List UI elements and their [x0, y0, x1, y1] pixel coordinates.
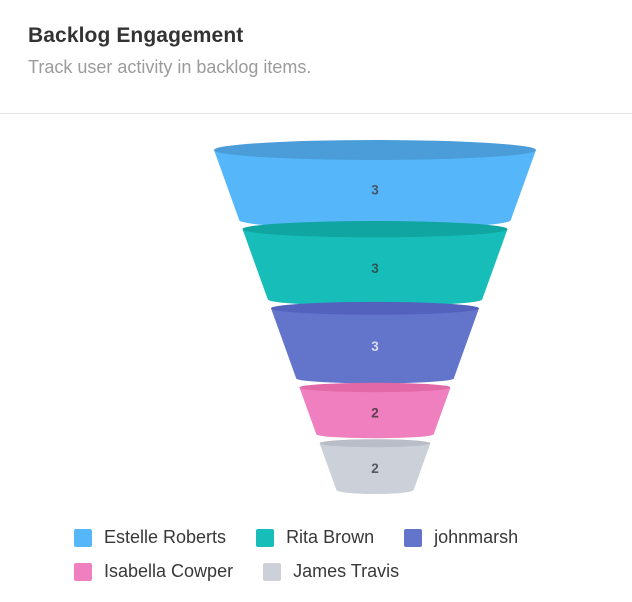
funnel-segment-james-travis[interactable]	[319, 443, 431, 494]
page-subtitle: Track user activity in backlog items.	[28, 57, 312, 77]
legend-item-estelle-roberts[interactable]: Estelle Roberts	[74, 527, 226, 548]
legend-item-james-travis[interactable]: James Travis	[263, 561, 399, 582]
funnel-chart-canvas: 3 3 3 2 2	[214, 140, 536, 494]
legend-item-rita-brown[interactable]: Rita Brown	[256, 527, 374, 548]
funnel-segment-value-rita-brown: 3	[371, 261, 379, 276]
funnel-segment-rim-isabella-cowper	[299, 382, 451, 393]
legend-label: Isabella Cowper	[104, 561, 234, 581]
legend-swatch-rita-brown	[256, 528, 275, 547]
funnel-segment-isabella-cowper[interactable]	[299, 387, 451, 439]
funnel-segment-johnmarsh[interactable]	[270, 308, 480, 384]
legend-label: James Travis	[293, 561, 400, 581]
funnel-segment-estelle-roberts[interactable]	[214, 150, 536, 229]
funnel-segment-value-estelle-roberts: 3	[371, 183, 379, 198]
funnel-segment-rita-brown[interactable]	[242, 229, 508, 306]
divider	[0, 113, 632, 114]
funnel-segment-rim-james-travis	[319, 439, 431, 448]
legend-swatch-johnmarsh	[404, 528, 423, 547]
page-title: Backlog Engagement	[28, 24, 244, 47]
funnel-segment-rim-rita-brown	[242, 220, 508, 238]
legend-swatch-isabella-cowper	[74, 562, 92, 581]
legend-label: Rita Brown	[286, 527, 375, 547]
legend-label: Estelle Roberts	[104, 527, 227, 547]
funnel-chart: 3 3 3 2 2	[0, 114, 632, 518]
funnel-segment-value-james-travis: 2	[371, 461, 379, 476]
legend-item-isabella-cowper[interactable]: Isabella Cowper	[74, 561, 233, 582]
funnel-segment-value-johnmarsh: 3	[371, 339, 379, 354]
legend-swatch-james-travis	[263, 562, 282, 581]
funnel-segment-value-isabella-cowper: 2	[371, 406, 379, 421]
legend-swatch-estelle-roberts	[74, 528, 92, 547]
funnel-segment-rim-estelle-roberts	[214, 140, 536, 160]
legend-label: johnmarsh	[434, 527, 519, 547]
funnel-segment-rim-johnmarsh	[270, 301, 480, 315]
legend-item-johnmarsh[interactable]: johnmarsh	[404, 527, 518, 548]
